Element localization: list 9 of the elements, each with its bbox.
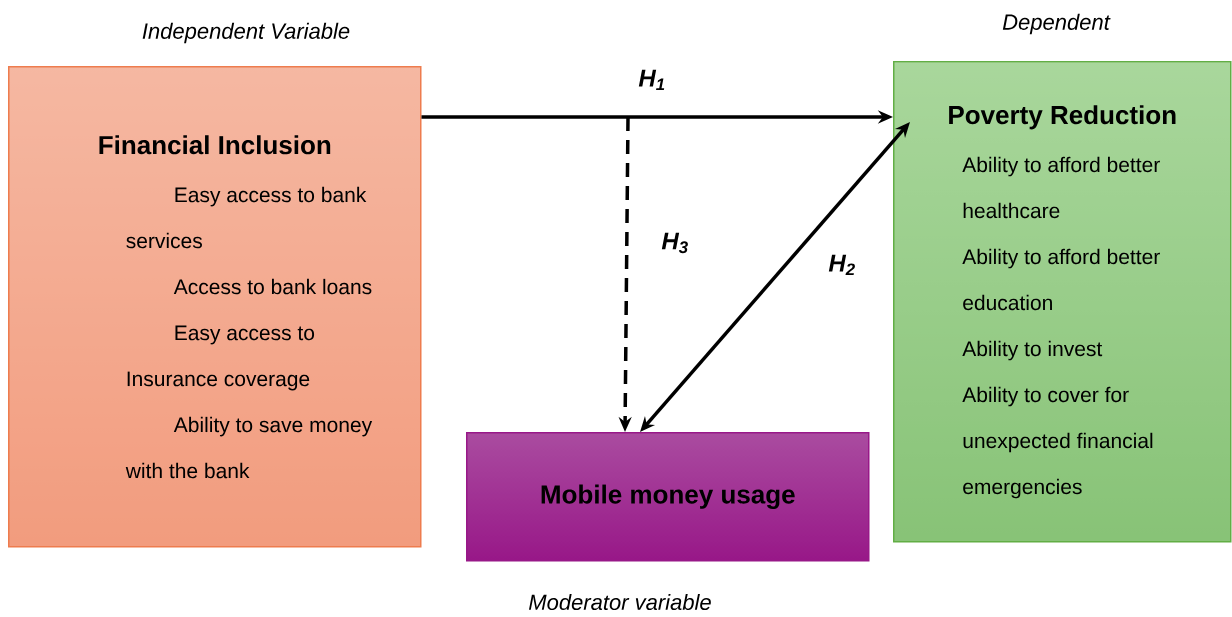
variable-label: Dependent: [1002, 13, 1111, 35]
concept-box: Poverty Reduction Ability to afford better healthcare Ability to afford better education Ability to invest Ability to cover for unexpected financial emergencies: [893, 61, 1232, 543]
concept-box: Financial Inclusion Easy access to bank services Access to bank loans Easy access to Insurance coverage Ability to save money with the bank: [8, 66, 422, 548]
concept-box: Mobile money usage: [466, 432, 870, 562]
edge-label: H$_{3}$: [660, 231, 690, 255]
variable-label: Moderator variable: [528, 593, 711, 611]
variable-label: Independent Variable: [142, 22, 350, 44]
edge-label: H$_{1}$: [637, 68, 667, 92]
edge-label: H$_{2}$: [827, 253, 857, 277]
